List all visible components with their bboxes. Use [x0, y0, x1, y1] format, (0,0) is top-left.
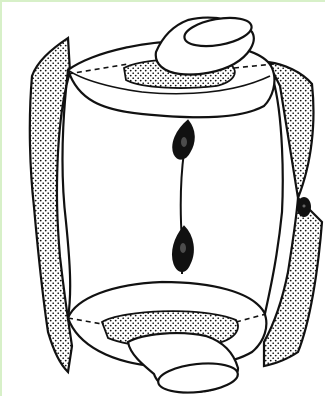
lower-nucleus-highlight	[180, 243, 186, 253]
right-wall-stippled	[264, 62, 322, 366]
right-nucleus-highlight	[303, 205, 306, 208]
upper-nucleus-highlight	[181, 137, 187, 147]
